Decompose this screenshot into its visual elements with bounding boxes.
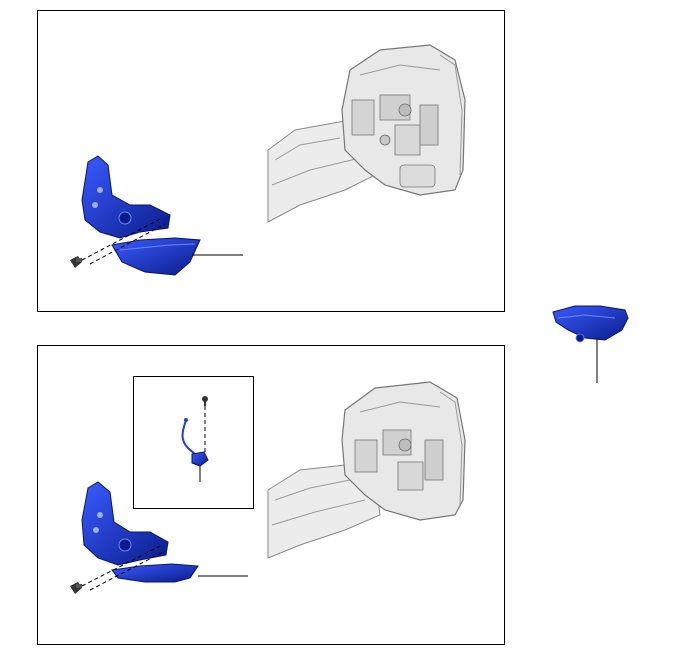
mirror-assembly-upper — [267, 44, 466, 223]
inset-view-d — [133, 376, 254, 509]
mirror-assembly-lower — [267, 381, 466, 559]
bolt-icon — [70, 582, 82, 594]
part-1-lamp — [552, 305, 629, 343]
bracket-upper — [81, 155, 171, 239]
part-3-assembly — [181, 418, 209, 482]
screw-icon — [202, 396, 208, 406]
bracket-lower — [81, 481, 169, 566]
cover-upper — [111, 237, 201, 276]
bolt-icon — [70, 256, 82, 268]
cover-lower — [111, 563, 199, 583]
